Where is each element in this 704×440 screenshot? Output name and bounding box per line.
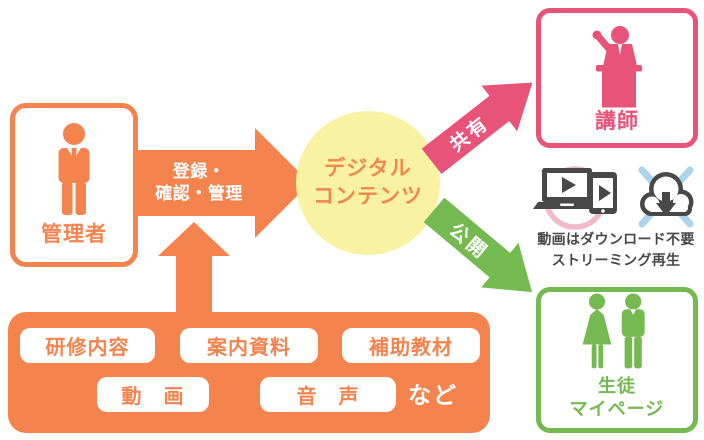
register-arrow: 登録・ 確認・管理 [138, 126, 310, 240]
content-box: 研修内容 案内資料 補助教材 動 画 音 声 など [8, 312, 490, 433]
male-student-icon [621, 293, 645, 369]
content-item-training: 研修内容 [20, 328, 155, 363]
publish-arrow: 公開 [415, 188, 550, 315]
student-label-line1: 生徒 [597, 376, 636, 396]
streaming-note-line2: ストリーミング再生 [551, 252, 681, 268]
content-item-guide: 案内資料 [180, 328, 318, 363]
lecturer-icon [592, 25, 642, 108]
tablet-play-icon [589, 172, 617, 214]
digital-contents-line1: デジタル [324, 156, 412, 180]
student-mypage-label: 生徒 マイページ [570, 375, 665, 420]
right-arrow-icon [138, 128, 310, 238]
instructor-box: 講師 [536, 8, 698, 148]
content-item-audio: 音 声 [260, 377, 396, 412]
etc-label: など [408, 382, 458, 408]
streaming-note-line1: 動画はダウンロード不要 [537, 231, 695, 247]
streaming-note: 動画はダウンロード不要 ストリーミング再生 [526, 229, 704, 271]
publish-arrow-icon [423, 197, 533, 293]
register-arrow-line2: 確認・管理 [155, 184, 243, 203]
share-arrow-icon [421, 82, 533, 175]
admin-person-icon [58, 122, 90, 215]
admin-box: 管理者 [10, 103, 138, 267]
register-arrow-line1: 登録・ [172, 161, 226, 181]
student-mypage-box: 生徒 マイページ [536, 287, 698, 433]
digital-contents-line2: コンテンツ [313, 185, 423, 208]
cloud-download-icon [640, 172, 694, 216]
content-item-video: 動 画 [97, 377, 209, 412]
streaming-icons [533, 166, 694, 230]
laptop-play-icon [533, 168, 601, 209]
content-item-supplement: 補助教材 [342, 328, 480, 363]
instructor-label: 講師 [595, 109, 639, 133]
upload-arrow-icon [158, 222, 230, 314]
students-icon [582, 293, 645, 369]
digital-contents-circle: デジタル コンテンツ [296, 111, 440, 255]
admin-label: 管理者 [41, 222, 107, 246]
register-arrow-label: 登録・ 確認・管理 [138, 126, 260, 240]
share-arrow: 共有 [414, 60, 551, 185]
female-student-icon [582, 293, 612, 369]
student-label-line2: マイページ [569, 398, 665, 419]
